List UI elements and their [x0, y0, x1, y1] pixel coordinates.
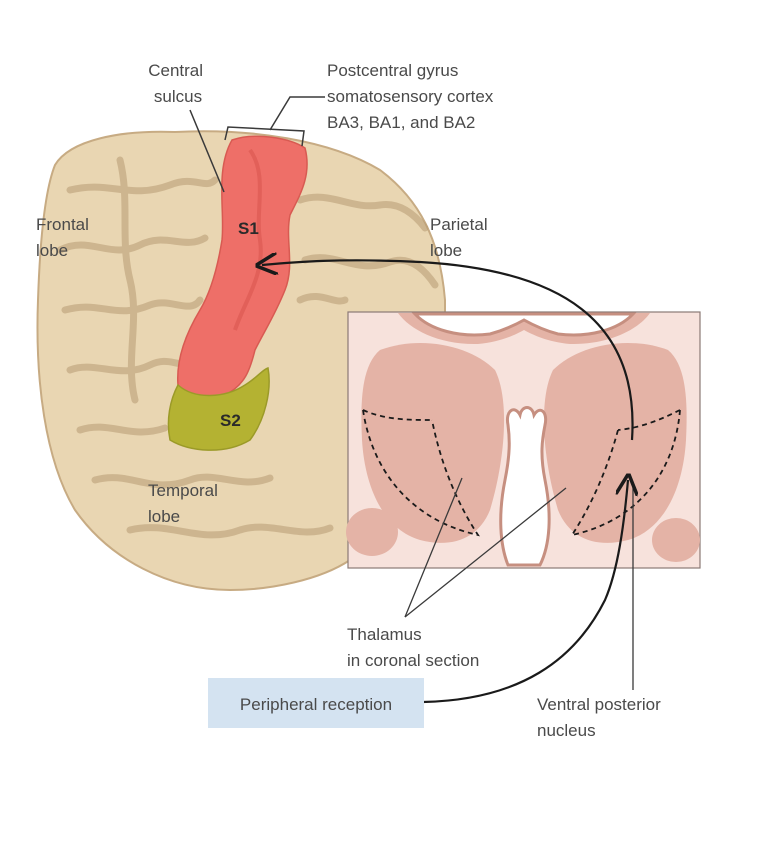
third-ventricle: [499, 406, 551, 567]
ventricle-lumen: [411, 312, 637, 337]
right-thalamus: [543, 342, 687, 543]
peripheral-reception-box: [208, 678, 424, 728]
right-lower-nucleus: [652, 518, 700, 562]
s2-label: S2: [220, 411, 241, 430]
thalamocortical-arrow: [262, 260, 634, 441]
frontal-lobe-label: Frontal lobe: [36, 215, 94, 260]
thalamus-leader-left: [404, 477, 463, 618]
brain-illustration: [36, 130, 446, 592]
left-ventral-posterior-outline: [362, 409, 480, 537]
peripheral-reception-label: Peripheral reception: [240, 695, 392, 714]
central-sulcus-leader: [189, 109, 225, 193]
gyri-folds: [56, 156, 439, 539]
ventral-posterior-label: Ventral posterior nucleus: [537, 695, 666, 740]
parietal-lobe-label: Parietal lobe: [430, 215, 492, 260]
left-thalamus: [361, 342, 505, 543]
s2-region: [167, 367, 270, 451]
thalamus-section: [346, 311, 701, 569]
right-ventral-posterior-outline: [570, 409, 681, 537]
central-sulcus-label: Central sulcus: [148, 61, 208, 106]
postcentral-leader: [269, 96, 325, 131]
left-lower-nucleus: [346, 508, 398, 556]
thalamus-label: Thalamus in coronal section: [347, 625, 479, 670]
s1-fold: [233, 148, 263, 331]
afferent-arrow: [422, 480, 628, 704]
temporal-lobe-label: Temporal lobe: [148, 481, 223, 526]
s1-label: S1: [238, 219, 259, 238]
thalamus-leader-right: [404, 487, 567, 618]
postcentral-bracket: [224, 126, 305, 147]
s1-region: [176, 135, 308, 403]
postcentral-gyrus-label: Postcentral gyrus somatosensory cortex B…: [327, 61, 498, 132]
